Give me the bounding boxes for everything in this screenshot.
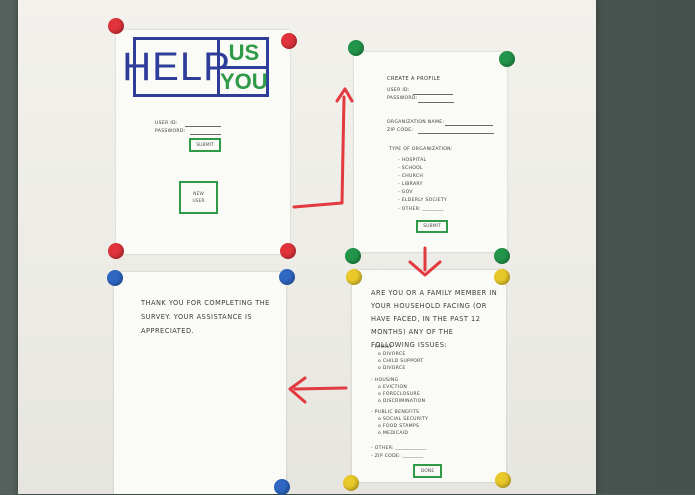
help-us-you-logo: HELP US YOU (122, 37, 269, 97)
profile-type-item[interactable]: - ELDERLY SOCIETY (398, 198, 448, 203)
green-pin (499, 51, 515, 67)
profile-type-item[interactable]: - CHURCH (398, 174, 424, 179)
survey-other-field[interactable]: - OTHER: ____________ (371, 446, 427, 451)
profile-user-id-line (413, 94, 453, 95)
arrow-login-to-profile (292, 87, 354, 209)
arrow-survey-to-thanks (288, 376, 348, 404)
thank-you-message: THANK YOU FOR COMPLETING THE SURVEY. YOU… (141, 299, 270, 335)
green-pin (494, 248, 510, 264)
profile-submit-button[interactable]: SUBMIT (416, 220, 448, 233)
profile-type-item[interactable]: - OTHER: ________ (398, 207, 444, 212)
profile-zip-line (418, 133, 494, 134)
create-profile-sketch-sheet (354, 52, 507, 252)
survey-option[interactable]: o EVICTION (378, 385, 408, 390)
green-pin (345, 248, 361, 264)
arrow-profile-to-survey (408, 246, 442, 277)
profile-password-line (418, 102, 454, 103)
survey-option[interactable]: o CHILD SUPPORT (378, 359, 424, 364)
logo-help-text: HELP (122, 40, 230, 94)
logo-us-text: US (220, 40, 268, 69)
red-pin (281, 33, 297, 49)
profile-type-heading: TYPE OF ORGANIZATION: (389, 147, 453, 152)
profile-type-item[interactable]: - HOSPITAL (398, 158, 427, 163)
yellow-pin (346, 269, 362, 285)
blue-pin (107, 270, 123, 286)
thank-you-sketch-sheet (114, 272, 286, 494)
survey-sketch-sheet (352, 270, 506, 482)
blue-pin (274, 479, 290, 495)
survey-intro-text: ARE YOU OR A FAMILY MEMBER IN YOUR HOUSE… (371, 289, 498, 349)
login-password-line (190, 134, 221, 135)
survey-option[interactable]: o FORECLOSURE (378, 392, 421, 397)
profile-org-name-line (445, 125, 493, 126)
profile-type-item[interactable]: - GOV (398, 190, 413, 195)
survey-benefits-heading: - PUBLIC BENEFITS (371, 410, 420, 415)
login-submit-button[interactable]: SUBMIT (189, 138, 221, 152)
yellow-pin (494, 269, 510, 285)
survey-housing-heading: - HOUSING (371, 378, 399, 383)
survey-family-heading: - FAMILY (371, 345, 392, 350)
profile-type-item[interactable]: - LIBRARY (398, 182, 423, 187)
green-pin (348, 40, 364, 56)
logo-you-text: YOU (220, 69, 268, 94)
survey-zip-field[interactable]: - ZIP CODE: ________ (371, 454, 424, 459)
survey-option[interactable]: o SOCIAL SECURITY (378, 417, 429, 422)
login-user-id-label: USER ID: (155, 121, 178, 126)
profile-user-id-label: USER ID: (387, 88, 410, 93)
new-user-button[interactable]: NEW USER (179, 181, 218, 214)
profile-zip-label: ZIP CODE: (387, 128, 414, 133)
logo-right-panel: US YOU (220, 40, 268, 94)
red-pin (108, 243, 124, 259)
survey-option[interactable]: o DIVORCE (378, 366, 406, 371)
red-pin (108, 18, 124, 34)
survey-done-button[interactable]: DONE (413, 464, 442, 478)
profile-title: CREATE A PROFILE (387, 76, 441, 82)
survey-option[interactable]: o DIVORCE (378, 352, 406, 357)
yellow-pin (495, 472, 511, 488)
red-pin (280, 243, 296, 259)
survey-option[interactable]: o DISCRIMINATION (378, 399, 426, 404)
login-user-id-line (185, 126, 221, 127)
survey-option[interactable]: o MEDICAID (378, 431, 409, 436)
login-password-label: PASSWORD: (155, 129, 186, 134)
survey-option[interactable]: o FOOD STAMPS (378, 424, 420, 429)
blue-pin (279, 269, 295, 285)
profile-org-name-label: ORGANIZATION NAME: (387, 120, 445, 125)
profile-password-label: PASSWORD: (387, 96, 418, 101)
yellow-pin (343, 475, 359, 491)
profile-type-item[interactable]: - SCHOOL (398, 166, 423, 171)
